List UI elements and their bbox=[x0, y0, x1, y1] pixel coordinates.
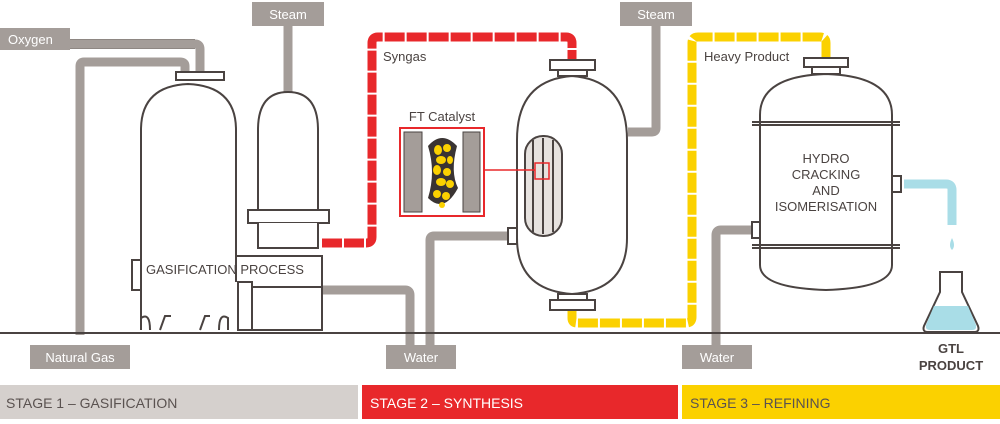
steam-label-1: Steam bbox=[269, 7, 307, 22]
steam-pipe-2 bbox=[628, 22, 661, 137]
gtl-label-2: PRODUCT bbox=[919, 358, 983, 373]
water-pipe-2 bbox=[425, 231, 513, 345]
stage-1-label: STAGE 1 – GASIFICATION bbox=[6, 395, 177, 411]
steam-label-box-1 bbox=[252, 2, 324, 26]
stage-3-banner bbox=[682, 385, 1000, 419]
flask-icon bbox=[922, 271, 980, 333]
hydro-label-4: ISOMERISATION bbox=[775, 199, 877, 214]
gtl-label-1: GTL bbox=[938, 341, 964, 356]
hydro-label-3: AND bbox=[812, 183, 839, 198]
oxygen-label-box bbox=[0, 28, 70, 50]
oxygen-label: Oxygen bbox=[8, 32, 53, 47]
hydro-label-1: HYDRO bbox=[803, 151, 850, 166]
water-label-1: Water bbox=[404, 350, 439, 365]
syngas-pipe bbox=[322, 32, 577, 248]
oxygen-pipe bbox=[0, 39, 205, 73]
heavy-product-pipe bbox=[567, 32, 831, 328]
stage-banners: STAGE 1 – GASIFICATION STAGE 2 – SYNTHES… bbox=[0, 385, 1000, 419]
quench-vessel bbox=[237, 90, 330, 331]
catalyst-zoom-marker bbox=[534, 162, 550, 180]
water-label-box-1 bbox=[386, 345, 456, 369]
product-outlet-pipe bbox=[904, 179, 957, 225]
stage-2-label: STAGE 2 – SYNTHESIS bbox=[370, 395, 523, 411]
hydrocracker-vessel bbox=[751, 57, 902, 292]
water-label-box-2 bbox=[682, 345, 752, 369]
ft-catalyst-label: FT Catalyst bbox=[409, 109, 476, 124]
natural-gas-label-box bbox=[30, 345, 130, 369]
water-label-2: Water bbox=[700, 350, 735, 365]
steam-label-box-2 bbox=[620, 2, 692, 26]
hydro-label-2: CRACKING bbox=[792, 167, 861, 182]
natural-gas-pipe bbox=[75, 57, 190, 335]
natural-gas-label: Natural Gas bbox=[45, 350, 115, 365]
water-pipe-3 bbox=[711, 225, 752, 345]
stage-3-label: STAGE 3 – REFINING bbox=[690, 395, 831, 411]
heavy-product-label: Heavy Product bbox=[704, 49, 790, 64]
ft-catalyst-inset bbox=[399, 127, 485, 217]
syngas-label: Syngas bbox=[383, 49, 427, 64]
droplet-icon bbox=[950, 238, 954, 250]
gray-pipes bbox=[0, 22, 752, 345]
yellow-pipes bbox=[567, 32, 831, 328]
stage-2-banner bbox=[362, 385, 678, 419]
gasifier-vessel bbox=[131, 71, 323, 331]
water-pipe-1 bbox=[322, 285, 415, 345]
steam-label-2: Steam bbox=[637, 7, 675, 22]
gasification-process-label: GASIFICATION PROCESS bbox=[146, 262, 304, 277]
stage-1-banner bbox=[0, 385, 358, 419]
ft-reactor bbox=[507, 59, 628, 311]
